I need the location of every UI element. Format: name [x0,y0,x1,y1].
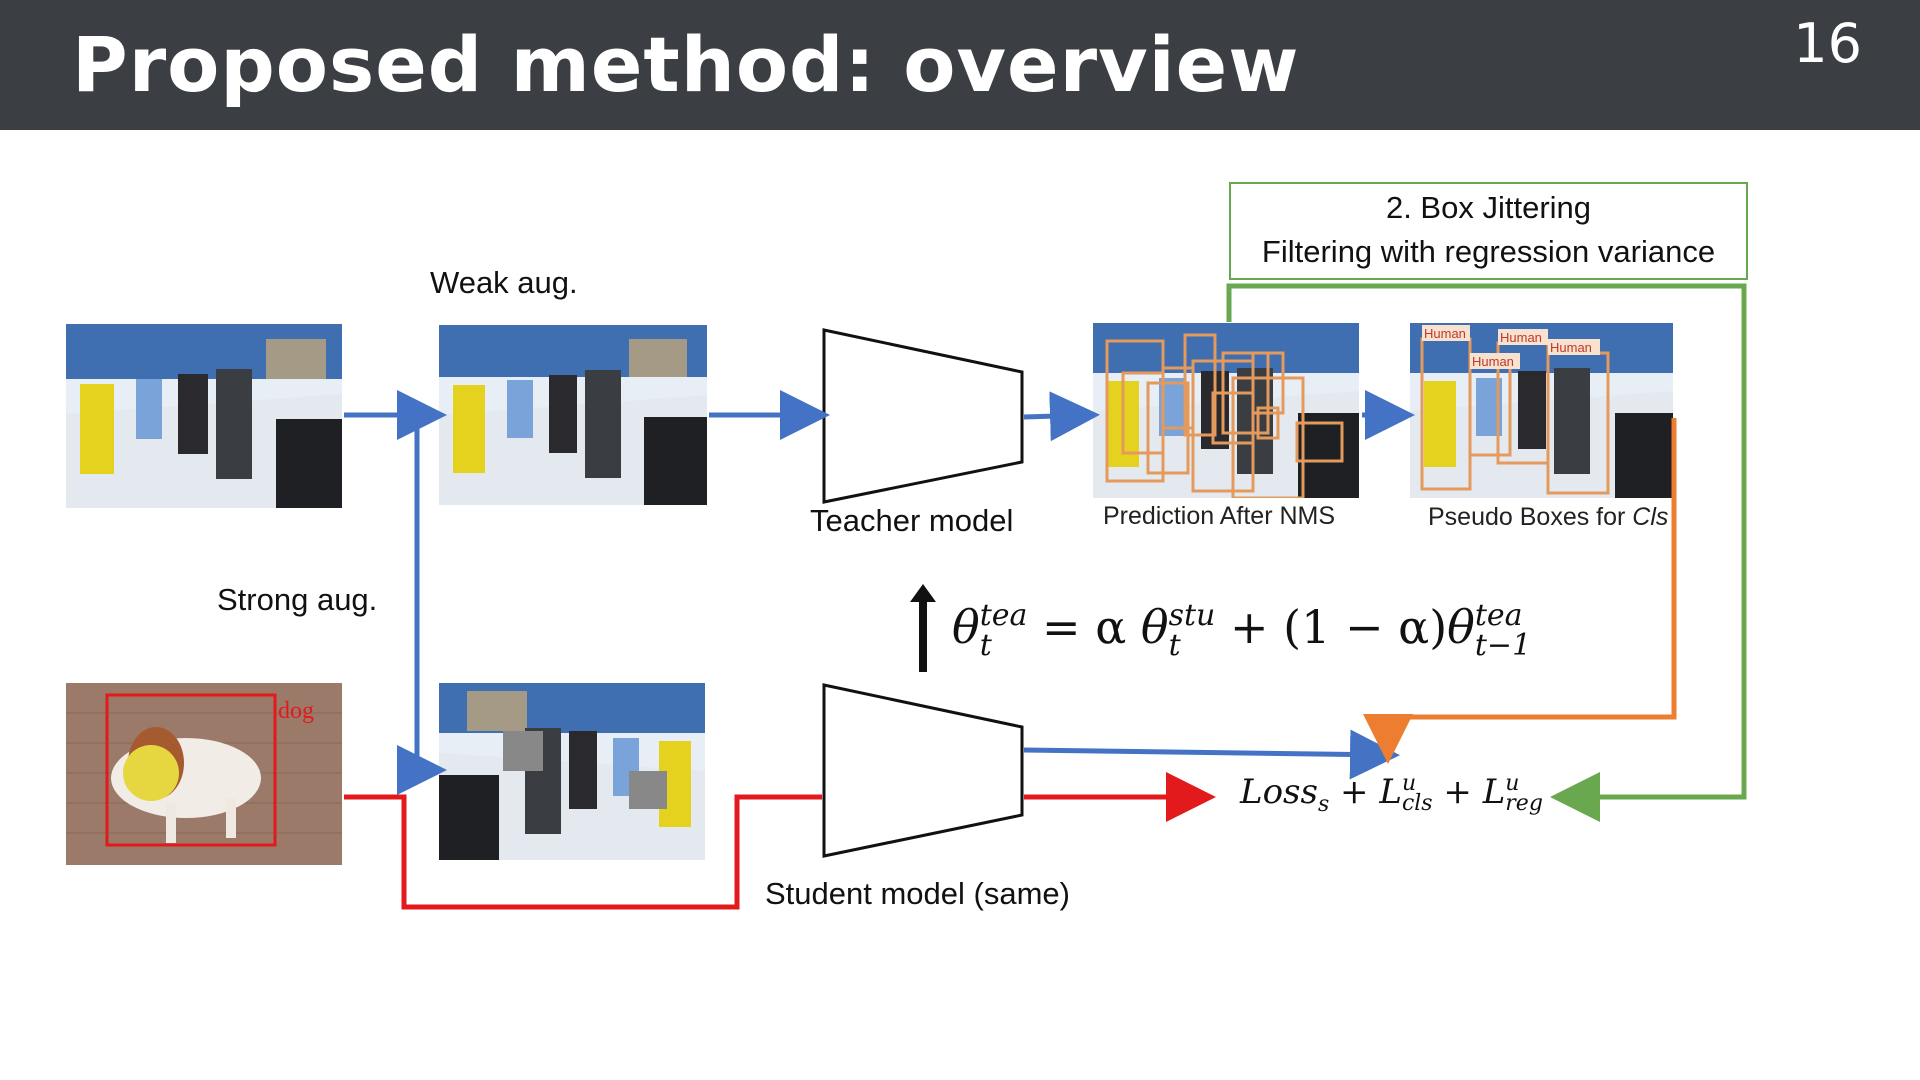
student-model-label: Student model (same) [765,876,1070,911]
sub-cls: cls [1401,791,1433,816]
original-image [66,324,342,508]
ema-up-arrow-head [910,584,936,602]
orange-arrow-pseudo-to-loss [1363,418,1677,764]
weak-aug-label: Weak aug. [430,265,578,300]
sup-tea: tea [979,598,1028,633]
theta-symbol: θ [952,600,980,654]
human-tag: Human [1550,340,1592,355]
strong-aug-label: Strong aug. [217,582,378,617]
student-model-shape [822,683,1024,858]
page-number: 16 [1793,12,1862,75]
sub-t-minus-1: t−1 [1474,628,1532,663]
human-tag: Human [1424,326,1466,341]
sup-tea: tea [1474,598,1523,633]
pseudo-boxes-image: Human Human Human Human [1410,323,1673,498]
sub-t: t [979,628,992,663]
human-tag: Human [1500,330,1542,345]
theta-symbol: θ [1140,600,1169,654]
plus-one-minus-alpha: + (1 − α) [1215,600,1448,654]
strong-aug-image [439,683,705,860]
weak-aug-image [439,325,707,505]
sup-u: u [1505,771,1520,797]
human-tag: Human [1472,354,1514,369]
loss-base: Loss [1240,772,1318,812]
dog-label: dog [278,698,314,724]
l-symbol: L [1482,772,1506,812]
box-jittering-box: 2. Box Jittering Filtering with regressi… [1229,182,1748,280]
box-jittering-title: 2. Box Jittering [1385,190,1592,225]
sub-t: t [1168,628,1181,663]
dog-image: dog [66,683,342,865]
sup-u: u [1401,771,1417,797]
pseudo-boxes-label: Pseudo Boxes for Cls [1428,503,1668,532]
prediction-after-nms-label: Prediction After NMS [1103,502,1336,530]
teacher-model-label: Teacher model [810,503,1014,538]
slide-header: Proposed method: overview 16 [0,0,1920,130]
theta-symbol: θ [1447,600,1475,654]
sub-reg: reg [1505,791,1543,816]
blue-arrow-student-to-loss [1023,729,1400,780]
sup-stu: stu [1168,598,1216,633]
pseudo-boxes-label-text: Pseudo Boxes for [1428,503,1633,531]
green-arrow-jitter-to-loss [1226,283,1747,822]
l-symbol: L [1379,772,1402,812]
slide-title: Proposed method: overview [72,20,1300,109]
blue-arrow-teacher-to-prediction [1023,391,1100,442]
teacher-model-shape [822,328,1024,504]
red-arrow-labeled-to-loss [344,794,822,910]
plus-sign: + [1432,772,1483,812]
loss-sub: s [1317,791,1330,817]
pseudo-boxes-label-cls: Cls [1632,503,1669,531]
blue-arrow-original-to-strong [397,415,447,795]
prediction-nms-image [1093,323,1359,498]
equals-alpha: = α [1027,600,1141,654]
plus-sign: + [1329,772,1380,812]
box-jittering-subtitle: Filtering with regression variance [1261,234,1716,269]
